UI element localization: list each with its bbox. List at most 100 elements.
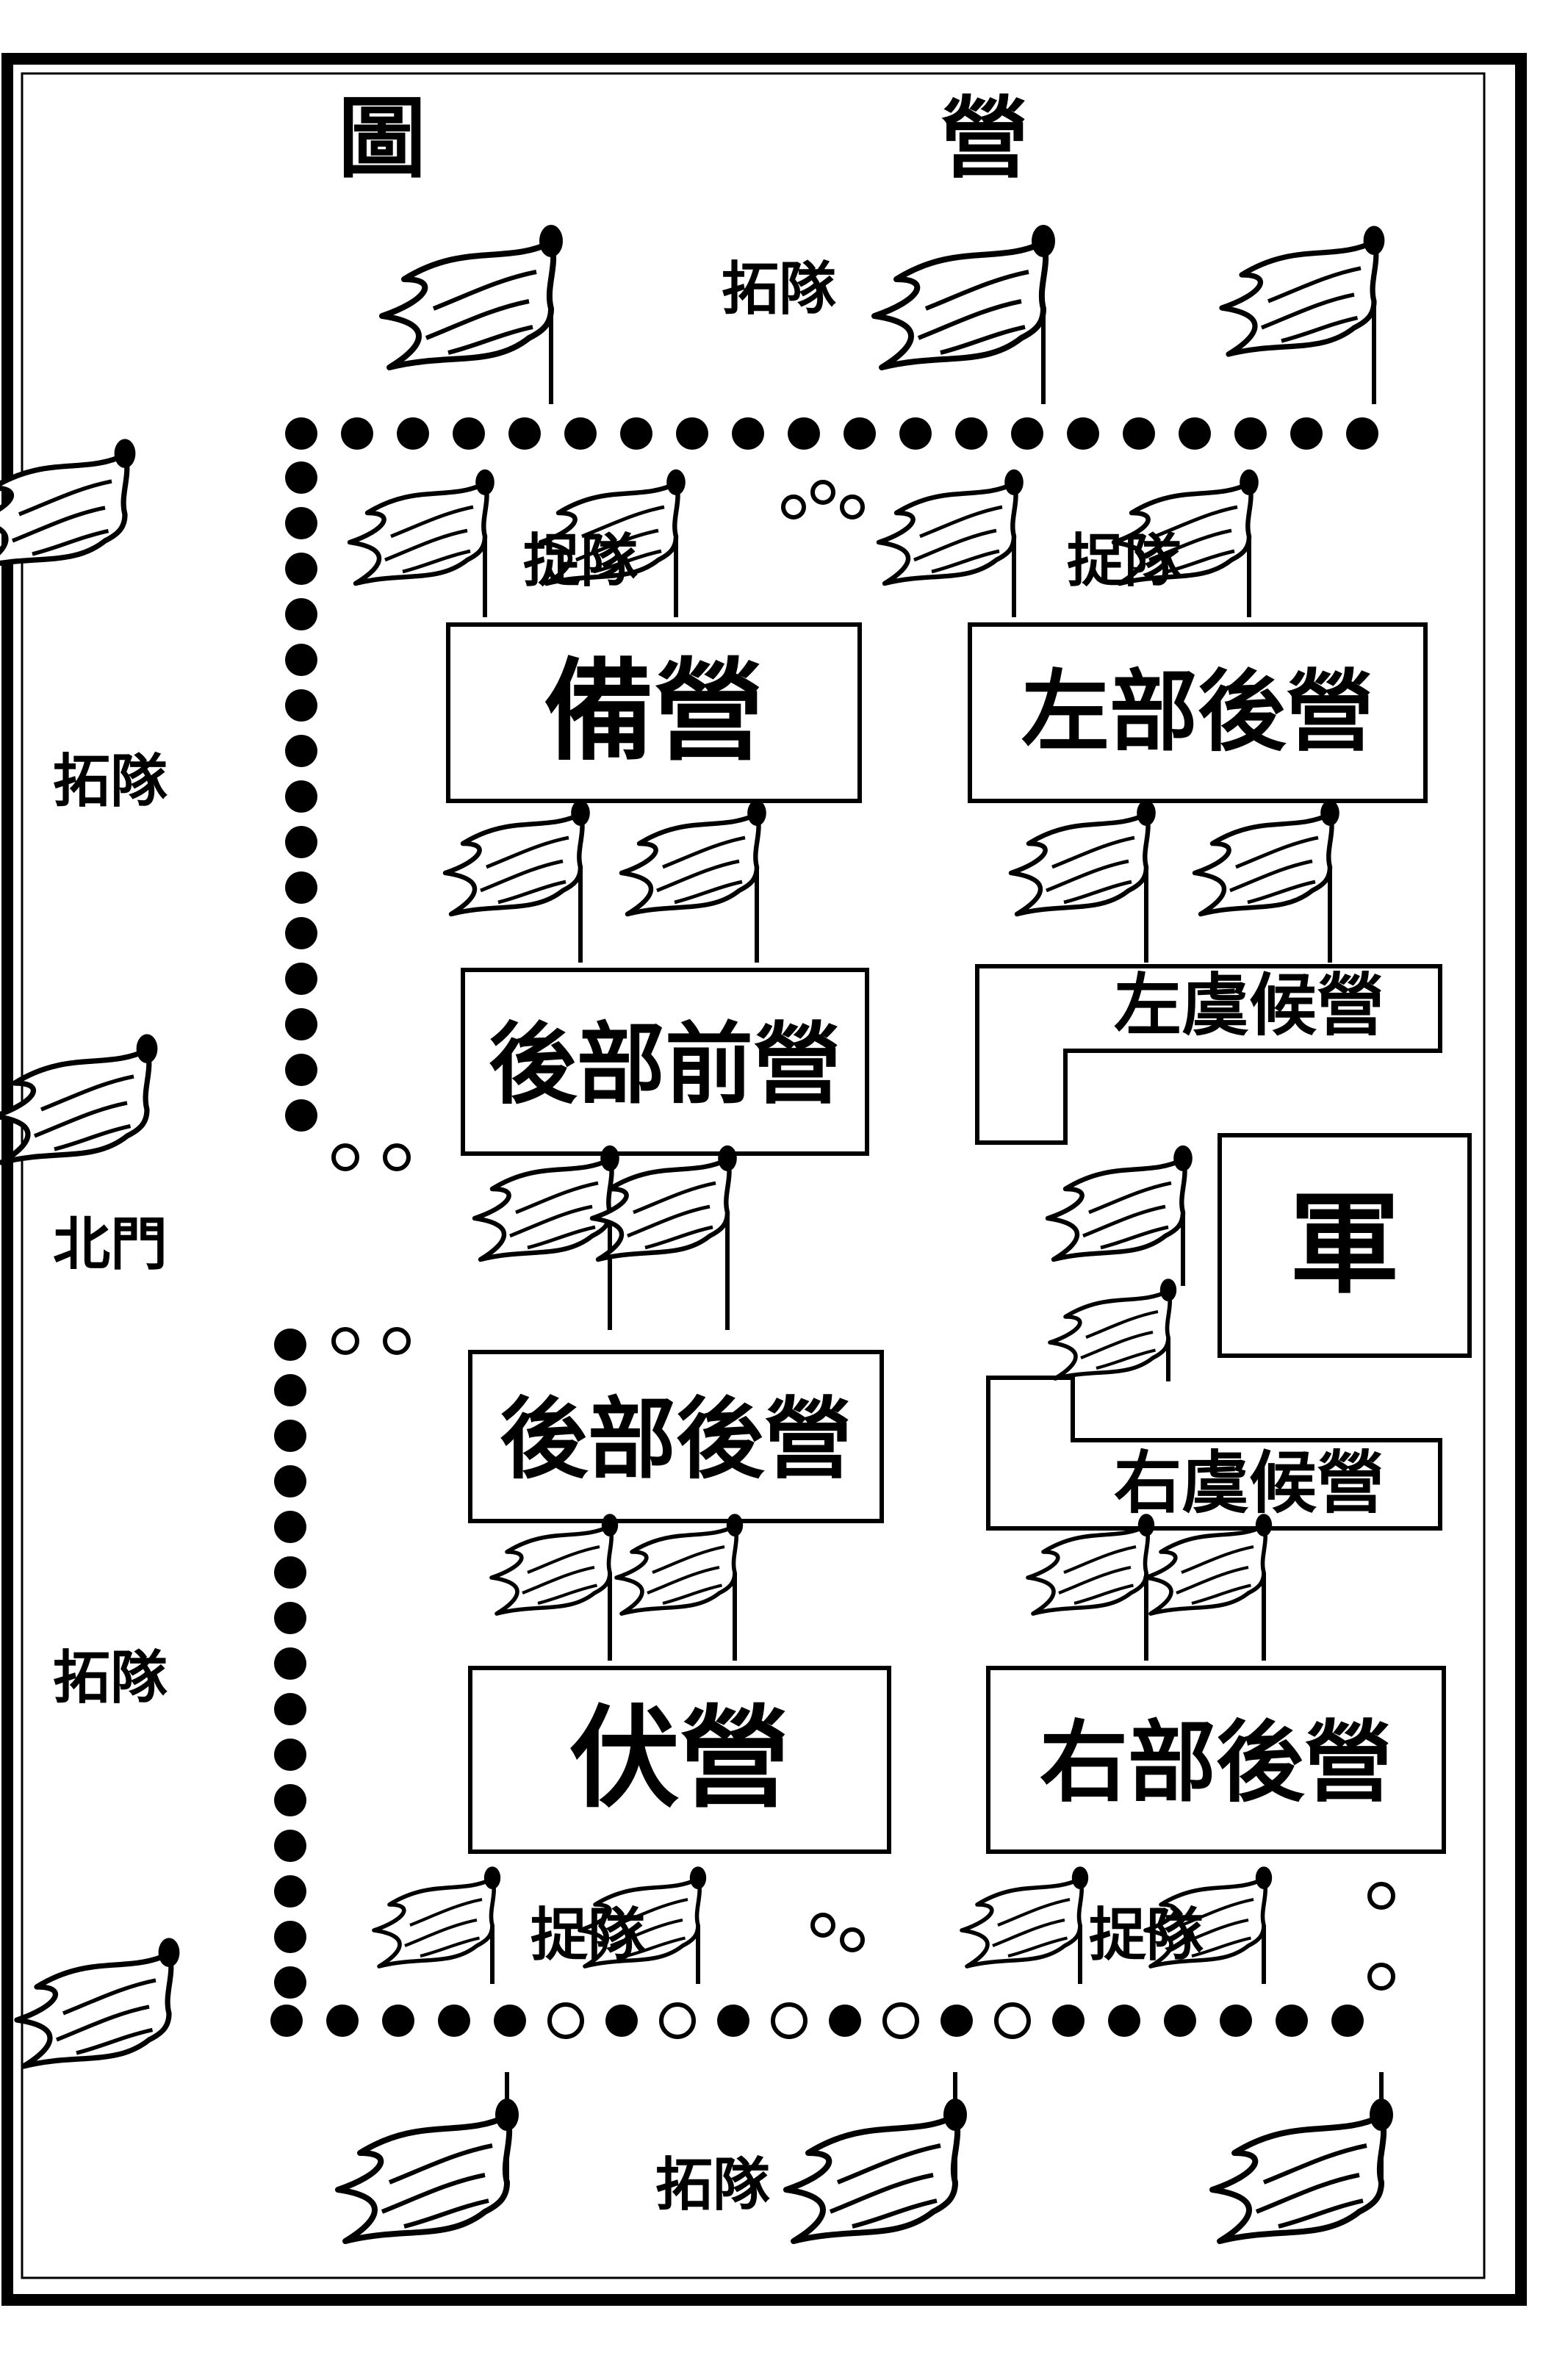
perimeter-dot [285,735,317,767]
perimeter-dot [1179,417,1211,450]
flag-banner [786,2072,967,2241]
perimeter-dot [1108,2005,1140,2037]
unit-labels: 拓隊 捉隊 捉隊 拓隊 北門 拓隊 捉隊 捉隊 拓隊 [53,256,1204,2218]
perimeter-dot [274,1875,306,1908]
perimeter-dot [899,417,932,450]
flag-banner [350,470,494,617]
perimeter-dot [955,417,988,450]
box-jun [1218,1133,1472,1358]
perimeter-dot [1220,2005,1252,2037]
ring [810,1913,835,1938]
flag-banner [1222,226,1384,404]
perimeter-dot [382,2005,414,2037]
perimeter-dot [1290,417,1323,450]
inner-frame [21,72,1486,2279]
perimeter-dot [274,1420,306,1452]
flag-banner [592,1146,737,1330]
perimeter-dot [397,417,429,450]
ring [331,1143,359,1171]
perimeter-dot [605,2005,638,2037]
perimeter-dot [620,417,652,450]
perimeter-dot [494,2005,526,2037]
camp-right-guard: 右虞候營 [1114,1443,1384,1522]
box-left-rear [968,622,1428,803]
box-left-guard [975,964,1442,1145]
perimeter-dot [285,598,317,630]
flag-banner [338,2072,519,2241]
flag-banner [17,1938,179,2066]
label-zhuo-bot-left: 捉隊 [530,1902,645,1969]
label-north-gate: 北門 [53,1211,168,1278]
perimeter-dot [994,2002,1031,2039]
flag-banner [1028,1514,1154,1661]
perimeter-dot [285,917,317,949]
perimeter-dot [274,1511,306,1543]
perimeter-dot [1331,2005,1364,2037]
perimeter-dot [274,1830,306,1862]
ring [1367,1963,1395,1991]
box-fu [468,1666,891,1854]
outer-frame [1,53,1527,2306]
label-zhuo-bot-right: 捉隊 [1089,1902,1204,1969]
flag-banner [492,1514,618,1661]
camp-boxes [446,622,1472,1854]
perimeter-dot [1011,417,1043,450]
perimeter-dot [1346,417,1378,450]
flag-banner [0,439,135,567]
perimeter-dot [285,689,317,722]
camp-left-rear: 左部後營 [1021,660,1374,763]
perimeter-dot [274,1374,306,1406]
perimeter-dot [829,2005,861,2037]
perimeter-dot [285,461,317,494]
flag-banner [879,470,1024,617]
perimeter-dot [274,1966,306,1999]
perimeter-dot [326,2005,359,2037]
flag-banner [1011,800,1156,963]
perimeter-dot [274,1602,306,1634]
perimeter-dot [732,417,764,450]
perimeter-dot [285,826,317,858]
flag-banner [475,1146,619,1330]
perimeter-dot [285,1054,317,1086]
perimeter-dot [659,2002,696,2039]
perimeter-dot [285,507,317,539]
flag-banner [445,800,590,963]
flag-banner [541,470,686,617]
flag-banner [1145,1514,1272,1661]
flag-banner [0,1034,157,1162]
perimeter-dot [438,2005,470,2037]
box-right-rear [986,1666,1446,1854]
perimeter-dot [940,2005,973,2037]
title-left-char: 圖 [338,87,426,190]
flag-banner [1145,1866,1272,1984]
flag-banner [622,800,766,963]
camp-left-guard: 左虞候營 [1114,966,1384,1045]
ring [331,1327,359,1355]
flag-banner [874,225,1055,404]
perimeter-dot [274,1921,306,1953]
perimeter-dot [508,417,541,450]
perimeter-dot [285,871,317,904]
perimeter-dot [453,417,485,450]
box-rear-front [461,968,869,1156]
flag-banner [1114,470,1259,617]
label-tuo-bottom: 拓隊 [655,2151,770,2218]
flag-banner [1195,800,1339,963]
perimeter-dot [274,1739,306,1771]
perimeter-dot [285,780,317,813]
perimeter-dot [285,1008,317,1040]
perimeter-dot [547,2002,584,2039]
title-right-char: 營 [940,87,1029,190]
perimeter-dot [274,1329,306,1361]
box-rear-rear [468,1350,884,1523]
flag-banner [1050,1279,1176,1381]
perimeter-dot [341,417,373,450]
perimeter-dot [274,1693,306,1725]
perimeter-dot [285,1099,317,1132]
ring [383,1143,411,1171]
perimeter-dot [882,2002,919,2039]
camp-rear-rear: 後部後營 [500,1387,852,1491]
label-tuo-left-lower: 拓隊 [53,1644,168,1711]
box-bei [446,622,862,803]
